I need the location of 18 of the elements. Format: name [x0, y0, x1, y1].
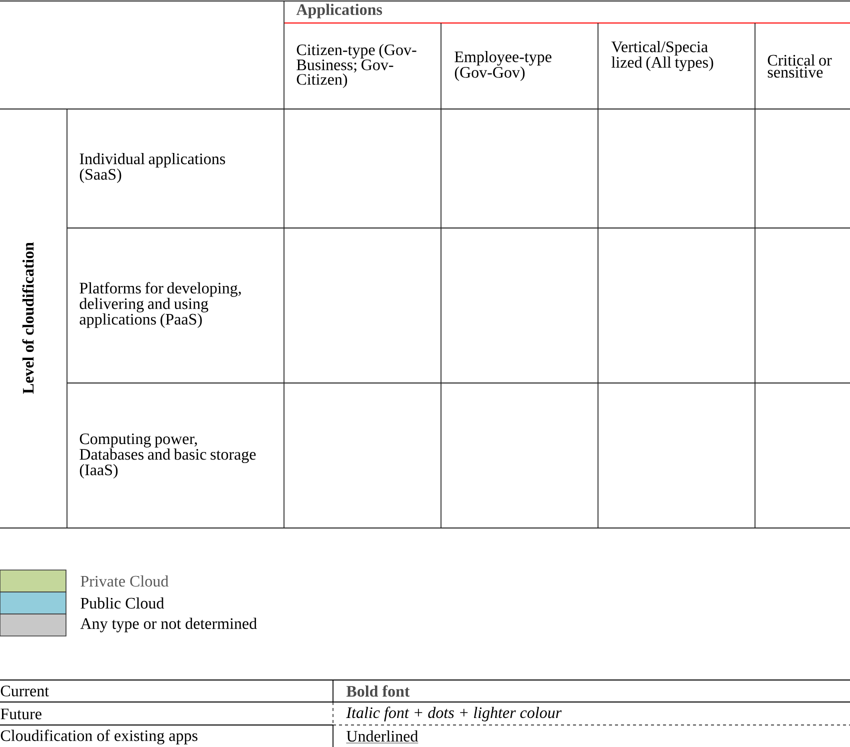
table-cell: Cloudification of existing apps — [0, 730, 198, 744]
column-header: Vertical/Specia lized (All types) — [611, 40, 714, 72]
table-cell: Underlined — [346, 730, 418, 744]
table-heading: Applications — [296, 4, 382, 18]
table-cell: Current — [0, 686, 49, 696]
legend-text: Public Cloud — [80, 597, 164, 609]
legend-text: Any type or not determined — [80, 618, 257, 632]
column-header: Critical or sensitive — [768, 54, 832, 78]
row-header: Individual applications (SaaS) — [80, 153, 226, 183]
table-cell: Bold font — [346, 685, 410, 697]
row-header: Computing power, Databases and basic storage (IaaS) — [80, 433, 256, 479]
column-header: Citizen-type (Gov-Business; Gov-Citizen) — [296, 44, 416, 88]
row-header: Platforms for developing, delivering and using applications (PaaS) — [80, 282, 241, 328]
column-header: Employee-type (Gov-Gov) — [454, 50, 552, 82]
table-cell: Future — [0, 708, 42, 720]
table-cell: Italic font + dots + lighter colour — [346, 706, 562, 722]
axis-title: Level of cloudification — [22, 242, 34, 394]
legend-text: Private Cloud — [80, 575, 168, 587]
